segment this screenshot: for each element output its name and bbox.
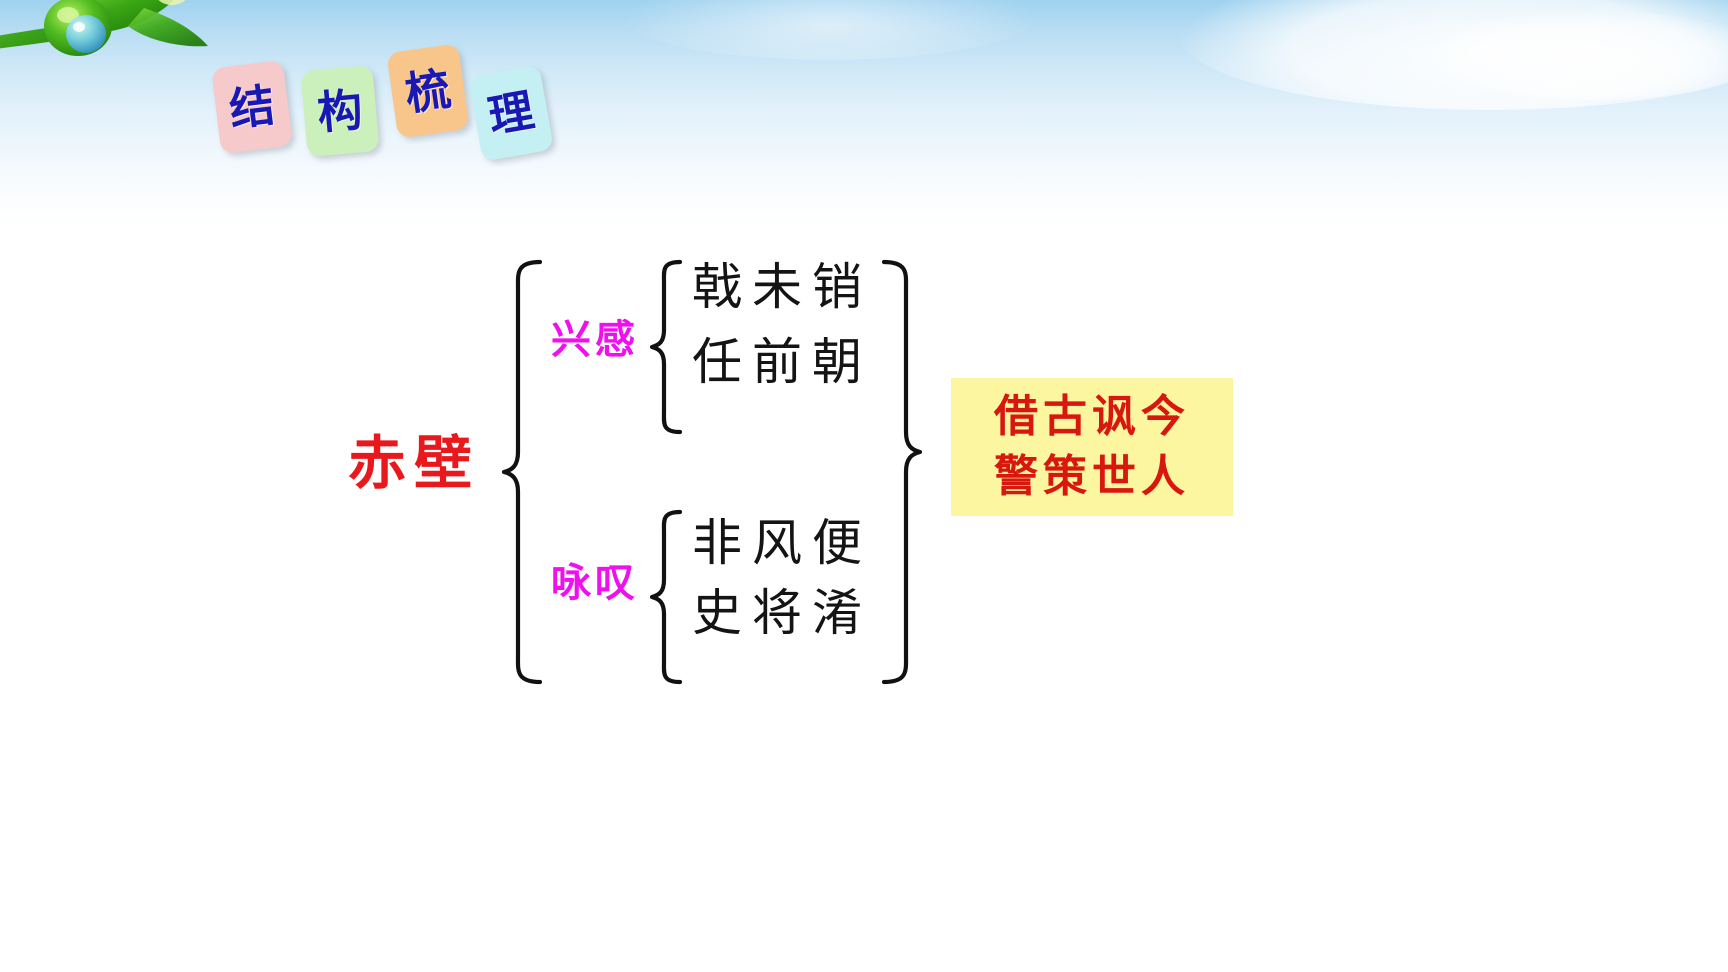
cloud-decoration <box>1430 10 1728 100</box>
branch-label-yongtan: 咏叹 <box>551 560 639 606</box>
branch-line-text: 非风便 <box>692 514 872 572</box>
diagram-root-label: 赤壁 <box>348 429 481 497</box>
branch-line-text: 戟未销 <box>692 258 872 316</box>
branch-label-xinggan: 兴感 <box>551 317 639 363</box>
conclusion-line-text: 警策世人 <box>994 451 1190 502</box>
leaf-dewdrop-icon <box>0 0 264 96</box>
branch-line-text: 史将淆 <box>692 584 872 642</box>
conclusion-line-text: 借古讽今 <box>994 391 1190 443</box>
conclusion-highlight-box: 借古讽今 警策世人 <box>951 378 1233 516</box>
branch-line-text: 任前朝 <box>692 333 872 391</box>
